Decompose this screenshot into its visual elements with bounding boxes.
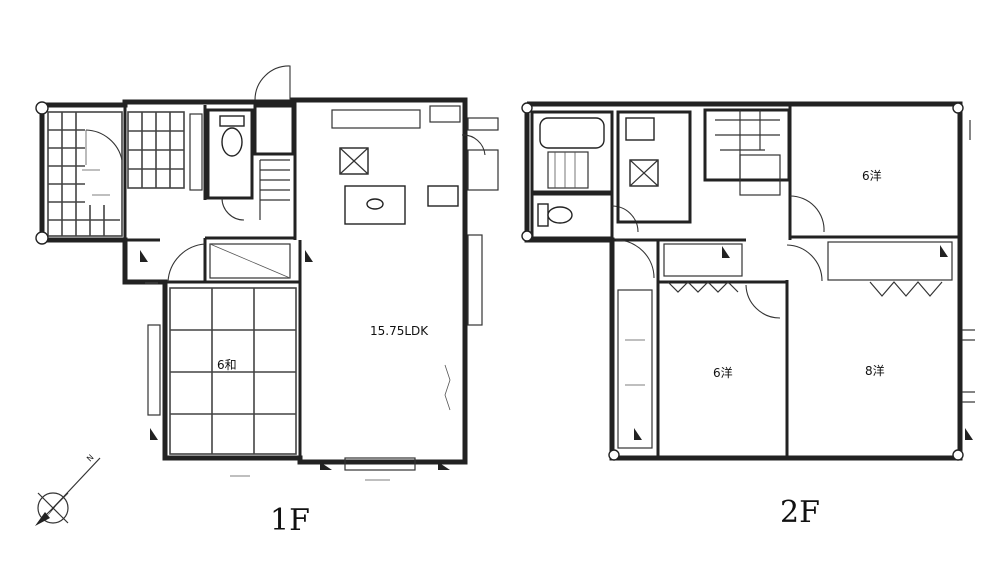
- room-label-ldk: 15.75LDK: [370, 324, 429, 338]
- 2f-bathroom: [530, 110, 614, 194]
- 1f-washitsu-door: [167, 243, 206, 283]
- 2f-balcony: [617, 289, 653, 449]
- 1f-ldk-window-top: [467, 117, 499, 131]
- 1f-toilet: [206, 108, 254, 221]
- 1f-closet: [209, 243, 291, 279]
- 1f-vents: [140, 250, 450, 470]
- 2f-storage-small: [739, 154, 781, 196]
- compass-north-label: N: [85, 453, 96, 464]
- floor-1f-plan: 15.75LDK 6和 1F: [35, 65, 499, 538]
- 1f-interior-walls: [123, 100, 302, 462]
- 2f-right-window-marks: [962, 120, 975, 403]
- room-label-washitsu: 6和: [217, 358, 237, 372]
- 1f-ldk-window-right: [467, 234, 483, 326]
- 1f-small-annotations: [82, 169, 390, 481]
- 2f-vents: [634, 245, 973, 440]
- floor-2f-plan: 6洋 6洋 8洋 2F: [521, 101, 975, 530]
- 2f-interior-walls: [612, 104, 960, 458]
- 1f-porch-posts: [35, 101, 49, 245]
- 1f-kitchen: [331, 105, 461, 225]
- 2f-corner-posts: [521, 102, 964, 461]
- compass: N: [35, 453, 101, 526]
- 1f-ldk-window-bottom: [344, 457, 416, 471]
- 1f-top-door-arc: [254, 65, 291, 101]
- 2f-toilet: [530, 192, 639, 240]
- room-label-2f-yoshitsu-upper: 6洋: [862, 168, 882, 183]
- room-label-2f-yoshitsu-left: 6洋: [713, 365, 733, 380]
- 1f-ldk-stair-trace: [444, 364, 451, 411]
- 1f-shoe-cabinet: [189, 113, 203, 191]
- 1f-entrance-door: [85, 129, 123, 161]
- floor-label-1f: 1F: [270, 503, 310, 538]
- 2f-closets: [663, 241, 953, 297]
- 2f-doors: [615, 195, 825, 319]
- 1f-stairs: [253, 104, 295, 220]
- room-label-2f-yoshitsu-right: 8洋: [865, 363, 885, 378]
- 1f-porch-tiles: [47, 111, 123, 237]
- 1f-genkan-tiles: [127, 111, 185, 189]
- 1f-tatami-room: [169, 287, 297, 455]
- 1f-ldk-door: [461, 134, 486, 156]
- 1f-tatami-window: [147, 324, 161, 416]
- floor-label-2f: 2F: [780, 495, 820, 530]
- 1f-ldk-window-side: [467, 149, 499, 191]
- 2f-stairs: [703, 108, 791, 182]
- 2f-washroom: [616, 110, 692, 224]
